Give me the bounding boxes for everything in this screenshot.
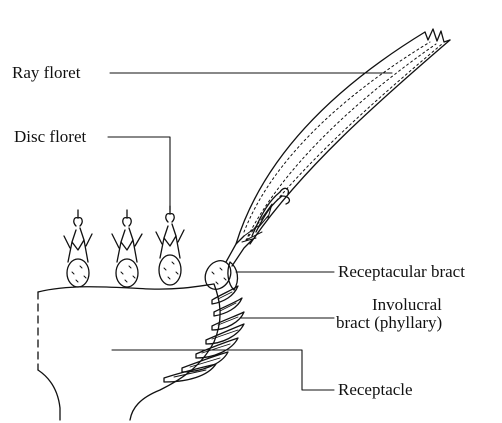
receptacle-body: [38, 284, 220, 420]
label-receptacle: Receptacle: [338, 381, 413, 399]
receptacle-leader: [112, 350, 334, 390]
label-disc-floret: Disc floret: [14, 128, 86, 146]
label-involucral-line2: bract (phyllary): [336, 314, 442, 332]
involucral-bracts: [164, 286, 244, 382]
ray-floret: [200, 29, 450, 294]
disc-floret-2: [112, 210, 142, 287]
disc-floret-1: [64, 210, 92, 287]
label-involucral-line1: Involucral: [372, 296, 442, 314]
label-ray-floret: Ray floret: [12, 64, 80, 82]
label-receptacular-bract: Receptacular bract: [338, 263, 465, 281]
disc-floret-3: [156, 206, 184, 285]
disc-floret-leader: [108, 137, 170, 210]
